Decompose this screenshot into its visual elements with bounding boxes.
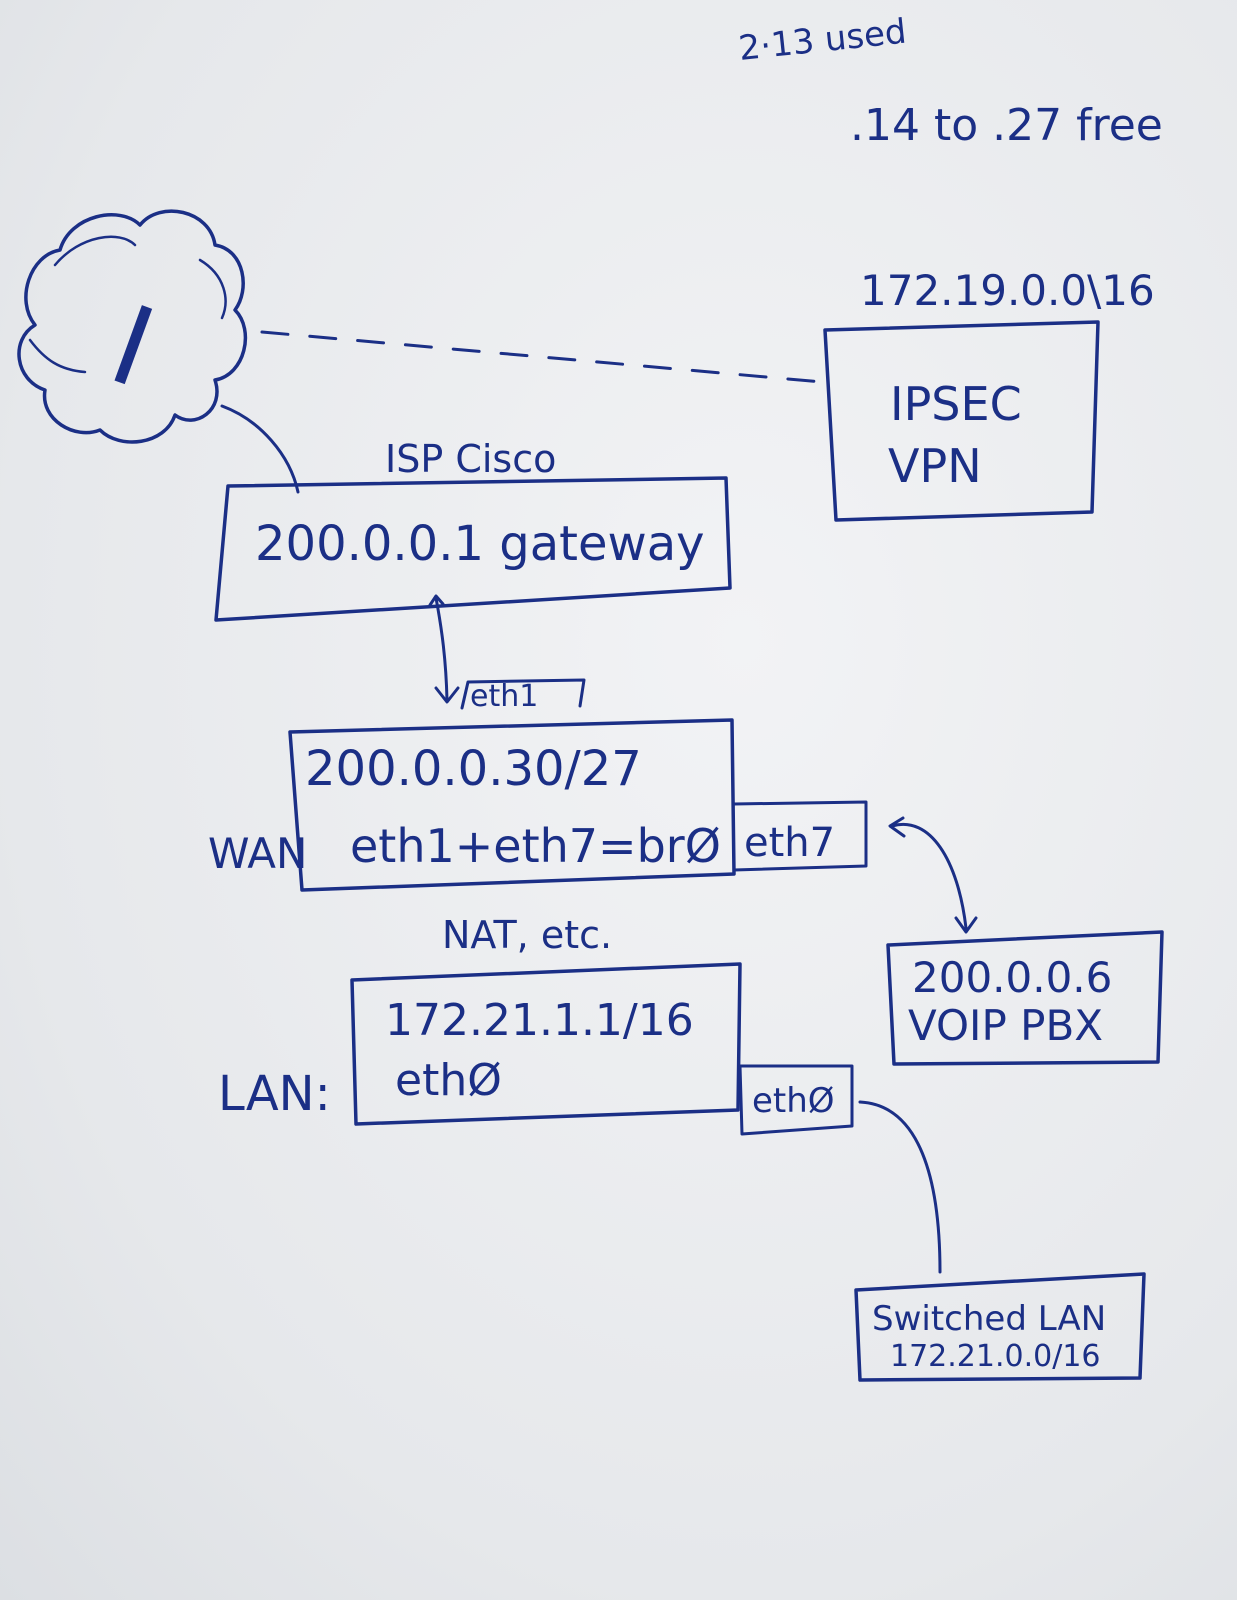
eth0-tab: ethØ (752, 1081, 835, 1121)
pbx-ip: 200.0.0.6 (912, 953, 1112, 1002)
pbx-name: VOIP PBX (908, 1001, 1103, 1050)
wan-ip: 200.0.0.30/27 (305, 741, 642, 797)
internet-uplink (220, 404, 300, 494)
switch-node: Switched LAN 172.21.0.0/16 (854, 1272, 1146, 1382)
eth0-switch-link (858, 1100, 942, 1274)
vpn-tunnel-link (260, 330, 824, 384)
vpn-node: 172.19.0.0\16 IPSEC VPN (823, 266, 1155, 522)
vpn-line1: IPSEC (890, 377, 1022, 431)
note-free: .14 to .27 free (850, 100, 1163, 151)
switch-name: Switched LAN (872, 1299, 1106, 1339)
internet-cloud-icon: I (17, 209, 248, 444)
eth1-tab: eth1 (470, 679, 538, 714)
bridge-label: eth1+eth7=brØ (350, 819, 721, 873)
gateway-caption: ISP Cisco (385, 437, 556, 481)
router-node: eth1 WAN 200.0.0.30/27 eth1+eth7=brØ eth… (208, 678, 868, 1136)
lan-label: LAN: (218, 1066, 331, 1122)
eth7-pbx-link (888, 816, 978, 934)
gateway-node: ISP Cisco 200.0.0.1 gateway (214, 437, 732, 622)
switch-subnet: 172.21.0.0/16 (890, 1339, 1101, 1374)
gateway-label: 200.0.0.1 gateway (255, 516, 705, 572)
wan-label: WAN (208, 829, 307, 878)
lan-iface: ethØ (395, 1055, 502, 1106)
eth7-tab: eth7 (744, 820, 835, 866)
nat-caption: NAT, etc. (442, 913, 612, 957)
pbx-node: 200.0.0.6 VOIP PBX (886, 930, 1164, 1066)
cloud-label: I (95, 281, 169, 412)
note-used: 2·13 used (737, 12, 909, 69)
vpn-subnet: 172.19.0.0\16 (860, 266, 1155, 315)
lan-ip: 172.21.1.1/16 (385, 995, 694, 1046)
gateway-eth1-link (428, 594, 460, 704)
vpn-line2: VPN (888, 439, 982, 493)
